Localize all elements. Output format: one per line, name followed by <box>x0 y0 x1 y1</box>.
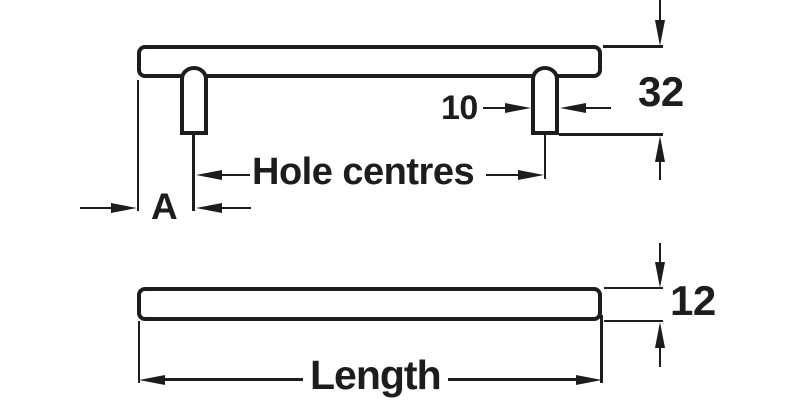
extension-line-length-left <box>137 321 140 383</box>
arrowhead-hole-centres-right <box>517 170 544 180</box>
arrowhead-12-top <box>655 262 665 288</box>
extension-line-bar-left-end <box>136 80 139 211</box>
dim-line-10-left <box>483 106 508 109</box>
extension-line-length-right <box>600 315 603 383</box>
handle-post-left <box>180 66 208 135</box>
handle-bar-top-view <box>137 45 602 78</box>
dim-line-hole-centres-left <box>220 173 250 177</box>
dim-label-length: Length <box>310 352 442 398</box>
arrowhead-a-right <box>195 203 222 213</box>
dim-line-32-bottom <box>658 160 662 180</box>
arrowhead-12-bottom <box>655 322 665 348</box>
dim-label-hole-centres: Hole centres <box>252 151 475 193</box>
dim-line-32-top <box>658 0 662 24</box>
arrowhead-32-top <box>655 20 665 46</box>
arrowhead-32-bottom <box>655 135 665 162</box>
dim-line-hole-centres-right <box>486 173 519 177</box>
dim-label-32: 32 <box>638 68 684 115</box>
extension-line-32-bottom <box>559 133 663 136</box>
extension-line-12-top <box>604 286 663 289</box>
dim-label-12: 12 <box>670 277 716 324</box>
arrowhead-length-right <box>576 374 602 385</box>
handle-post-right <box>531 66 559 135</box>
dim-label-10: 10 <box>441 89 478 127</box>
arrowhead-10-left <box>505 102 531 113</box>
dim-line-12-top <box>658 243 662 265</box>
extension-line-12-bottom <box>604 319 663 322</box>
arrowhead-10-right <box>559 102 586 113</box>
dim-line-a-right <box>220 206 251 210</box>
dim-label-a: A <box>151 186 178 227</box>
arrowhead-a-left <box>111 203 137 213</box>
arrowhead-length-left <box>139 374 165 385</box>
dim-line-a-left <box>80 206 113 210</box>
handle-bar-side-view <box>137 287 602 321</box>
arrowhead-hole-centres-left <box>195 170 222 180</box>
dim-line-length-left <box>163 378 303 381</box>
extension-line-right-post-centre <box>543 135 546 179</box>
extension-line-32-top <box>603 45 663 48</box>
dim-line-12-bottom <box>658 346 662 367</box>
extension-line-left-post-centre <box>192 135 195 211</box>
dim-line-length-right <box>448 378 578 381</box>
dim-line-10-right <box>584 106 611 109</box>
